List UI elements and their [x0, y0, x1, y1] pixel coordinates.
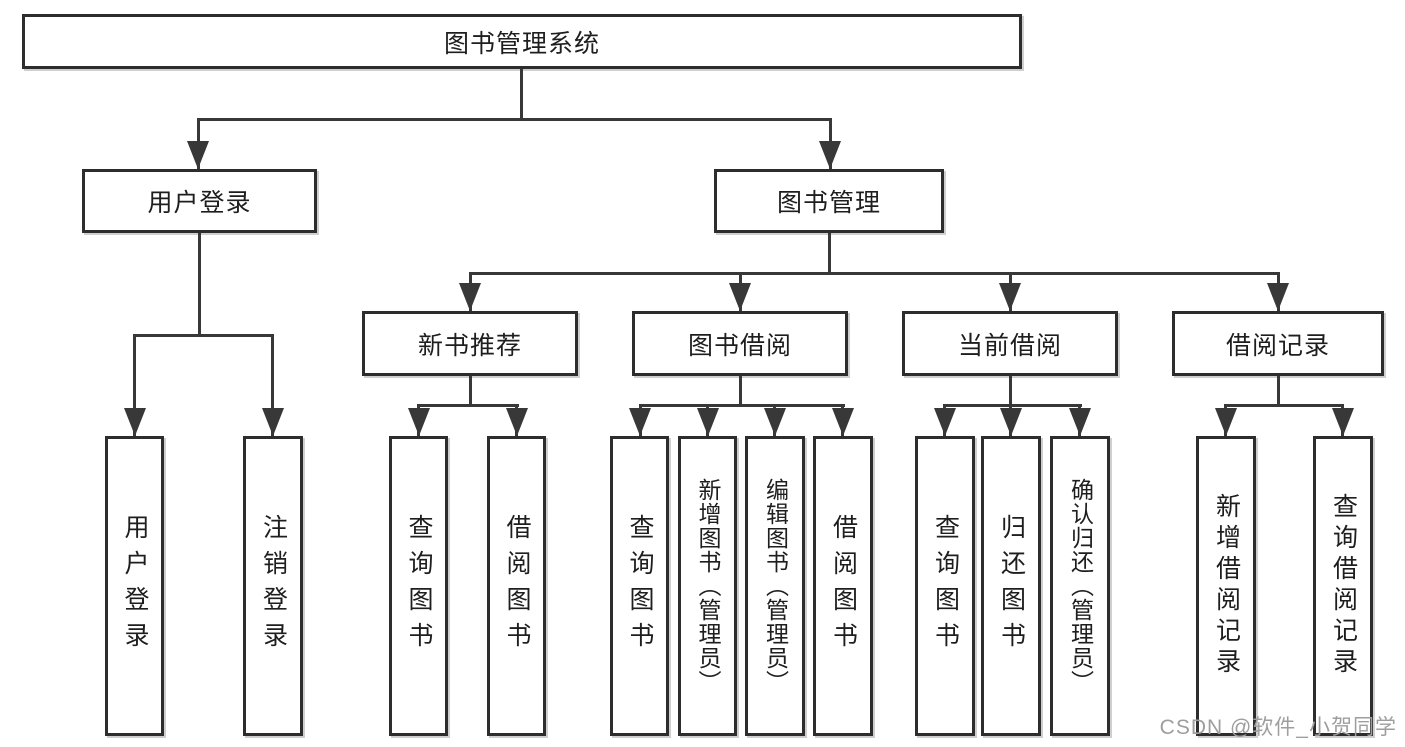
leaf-return-books-label: 归还图书: [997, 514, 1026, 658]
arrow-down-to-user-login: [196, 118, 200, 169]
arrow-down-to-leaf-borrow-books-recommend: [515, 404, 518, 436]
leaf-add-book-admin-label: 新增图书（管理员）: [695, 478, 721, 694]
arrow-down-to-book-borrowing: [738, 272, 742, 311]
node-book-borrowing-label: 图书借阅: [687, 331, 792, 360]
leaf-edit-book-admin: 编辑图书（管理员）: [745, 436, 805, 736]
arrow-down-to-current-borrowing: [1008, 272, 1012, 311]
node-new-book-recommend: 新书推荐: [362, 311, 578, 376]
node-root-label: 图书管理系统: [443, 29, 600, 58]
node-borrowing-records-label: 借阅记录: [1225, 331, 1330, 360]
arrow-down-to-leaf-add-borrow-record: [1224, 404, 1227, 436]
leaf-logout: 注销登录: [243, 436, 303, 736]
connector-borrowing-records-stem: [1276, 376, 1280, 404]
arrow-down-to-leaf-confirm-return-admin: [1078, 404, 1081, 436]
arrow-down-to-leaf-query-books-recommend: [417, 404, 420, 436]
leaf-logout-label: 注销登录: [259, 514, 288, 658]
node-user-login-label: 用户登录: [147, 189, 252, 217]
node-new-book-recommend-label: 新书推荐: [417, 331, 522, 360]
connector-current-borrowing-stem: [1008, 376, 1012, 404]
node-current-borrowing: 当前借阅: [902, 311, 1118, 376]
arrow-down-to-leaf-logout: [271, 334, 274, 436]
leaf-add-borrow-record: 新增借阅记录: [1196, 436, 1256, 736]
arrow-down-to-borrowing-records: [1276, 272, 1280, 311]
arrow-down-to-new-book-recommend: [468, 272, 472, 311]
node-current-borrowing-label: 当前借阅: [957, 331, 1062, 360]
node-borrowing-records: 借阅记录: [1172, 311, 1384, 376]
leaf-confirm-return-admin: 确认归还（管理员）: [1050, 436, 1110, 736]
leaf-query-borrow-record: 查询借阅记录: [1313, 436, 1373, 736]
connector-root-stem: [519, 69, 523, 118]
leaf-borrow-books-recommend-label: 借阅图书: [503, 514, 531, 658]
leaf-user-login-label: 用户登录: [121, 514, 149, 658]
leaf-confirm-return-admin-label: 确认归还（管理员）: [1067, 478, 1094, 694]
leaf-return-books: 归还图书: [981, 436, 1041, 736]
connector-user-login-stem: [197, 233, 201, 334]
leaf-add-borrow-record-label: 新增借阅记录: [1212, 493, 1241, 679]
leaf-borrow-books-recommend: 借阅图书: [487, 436, 546, 736]
leaf-query-books-recommend: 查询图书: [389, 436, 448, 736]
arrow-down-to-leaf-return-books: [1009, 404, 1012, 436]
leaf-edit-book-admin-label: 编辑图书（管理员）: [762, 478, 789, 694]
leaf-borrow-books-borrowing-label: 借阅图书: [829, 514, 858, 658]
arrow-down-to-book-management: [828, 118, 832, 169]
arrow-down-to-leaf-borrow-books-borrowing: [841, 404, 844, 436]
connector-borrowing-records-branch: [1224, 404, 1344, 407]
connector-book-borrowing-stem: [738, 376, 742, 404]
leaf-query-borrow-record-label: 查询借阅记录: [1329, 493, 1358, 679]
arrow-down-to-leaf-query-books-current: [943, 404, 946, 436]
connector-book-management-branch: [468, 272, 1280, 275]
leaf-query-books-borrowing-label: 查询图书: [626, 514, 654, 658]
arrow-down-to-leaf-query-borrow-record: [1341, 404, 1344, 436]
leaf-user-login: 用户登录: [105, 436, 164, 736]
node-book-borrowing: 图书借阅: [632, 311, 848, 376]
arrow-down-to-leaf-user-login: [133, 334, 136, 436]
node-root: 图书管理系统: [22, 14, 1022, 69]
node-user-login: 用户登录: [82, 169, 317, 233]
leaf-query-books-borrowing: 查询图书: [610, 436, 669, 736]
leaf-query-books-current-label: 查询图书: [931, 514, 960, 658]
connector-root-branch: [196, 118, 832, 121]
leaf-query-books-recommend-label: 查询图书: [405, 514, 433, 658]
leaf-borrow-books-borrowing: 借阅图书: [813, 436, 873, 736]
node-book-management-label: 图书管理: [776, 189, 881, 217]
connector-new-book-recommend-stem: [468, 376, 472, 404]
arrow-down-to-leaf-add-book-admin: [706, 404, 709, 436]
connector-user-login-branch: [133, 334, 274, 337]
node-book-management: 图书管理: [714, 169, 944, 233]
connector-book-management-stem: [827, 233, 831, 272]
connector-new-book-recommend-branch: [417, 404, 519, 407]
csdn-watermark: CSDN @软件_小贺同学: [1159, 716, 1397, 739]
leaf-query-books-current: 查询图书: [915, 436, 975, 736]
arrow-down-to-leaf-query-books-borrowing: [638, 404, 642, 436]
arrow-down-to-leaf-edit-book-admin: [773, 404, 776, 436]
leaf-add-book-admin: 新增图书（管理员）: [678, 436, 737, 736]
connector-book-borrowing-branch: [638, 404, 845, 407]
connector-current-borrowing-branch: [943, 404, 1082, 407]
